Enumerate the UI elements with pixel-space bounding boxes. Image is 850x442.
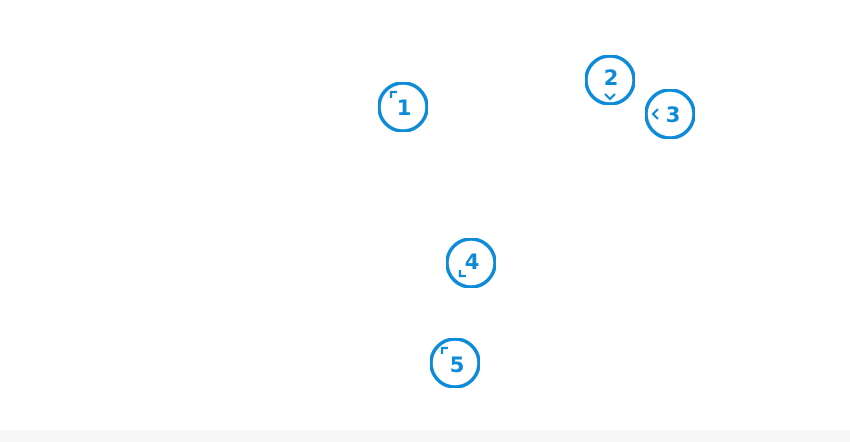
marker-circle-icon bbox=[446, 238, 496, 288]
corner-bottom-left-icon bbox=[458, 270, 466, 278]
bottom-band bbox=[0, 430, 850, 442]
marker-number: 3 bbox=[665, 103, 681, 127]
chevron-left-icon bbox=[651, 108, 659, 120]
marker-circle-icon bbox=[430, 338, 480, 388]
marker-circle-icon bbox=[645, 89, 695, 139]
marker-4[interactable]: 4 bbox=[446, 238, 496, 288]
marker-number: 5 bbox=[449, 353, 465, 377]
marker-2[interactable]: 2 bbox=[585, 55, 635, 105]
marker-number: 2 bbox=[603, 66, 619, 90]
marker-circle-icon bbox=[378, 82, 428, 132]
chevron-down-icon bbox=[604, 93, 616, 101]
marker-3[interactable]: 3 bbox=[645, 89, 695, 139]
marker-number: 4 bbox=[464, 250, 480, 274]
marker-circle-icon bbox=[585, 55, 635, 105]
marker-number: 1 bbox=[396, 96, 412, 120]
corner-top-left-icon bbox=[440, 346, 448, 354]
marker-5[interactable]: 5 bbox=[430, 338, 480, 388]
marker-1[interactable]: 1 bbox=[378, 82, 428, 132]
corner-top-left-icon bbox=[389, 90, 397, 98]
